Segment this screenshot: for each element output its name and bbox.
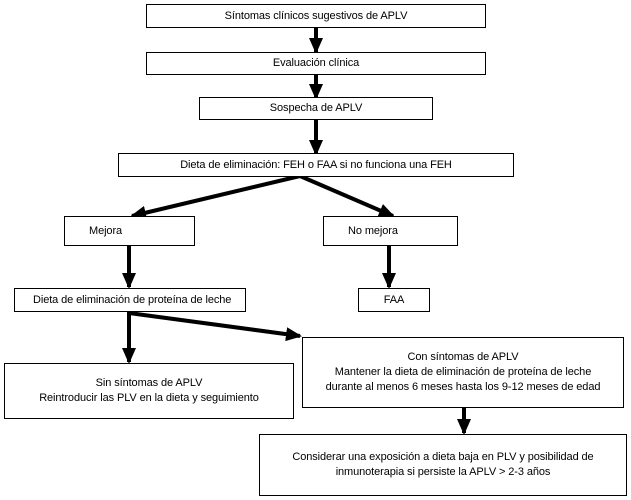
node-evaluacion: Evaluación clínica xyxy=(146,52,486,75)
node-sintomas-text: Síntomas clínicos sugestivos de APLV xyxy=(224,9,408,22)
node-sin-sintomas-line-1: Sin síntomas de APLV xyxy=(95,377,203,389)
node-sintomas: Síntomas clínicos sugestivos de APLV xyxy=(146,4,486,28)
node-sospecha-text: Sospecha de APLV xyxy=(269,102,363,114)
node-con-sintomas-line-1: Con síntomas de APLV xyxy=(407,351,519,363)
node-con-sintomas: Con síntomas de APLV Mantener la dieta d… xyxy=(302,337,624,408)
node-sin-sintomas-line-2: Reintroducir las PLV en la dieta y segui… xyxy=(39,392,259,404)
node-considerar-line-2: inmunoterapia si persiste la APLV > 2-3 … xyxy=(335,466,551,478)
node-mejora: Mejora xyxy=(64,216,195,246)
node-dieta-proteina: Dieta de eliminación de proteína de lech… xyxy=(14,288,246,312)
node-no-mejora: No mejora xyxy=(323,216,458,246)
node-considerar: Considerar una exposición a dieta baja e… xyxy=(259,434,627,496)
node-mejora-text: Mejora xyxy=(89,224,123,237)
node-dieta-text: Dieta de eliminación: FEH o FAA si no fu… xyxy=(180,158,452,171)
node-sospecha: Sospecha de APLV xyxy=(199,97,433,120)
arrow-dieta-proteina-con-sintomas xyxy=(128,311,302,342)
node-dieta-proteina-text: Dieta de eliminación de proteína de lech… xyxy=(33,293,232,306)
node-evaluacion-text: Evaluación clínica xyxy=(272,57,360,69)
node-dieta: Dieta de eliminación: FEH o FAA si no fu… xyxy=(118,153,514,177)
node-no-mejora-text: No mejora xyxy=(348,224,398,237)
node-con-sintomas-line-3: durante al menos 6 meses hasta los 9-12 … xyxy=(325,381,601,393)
node-faa: FAA xyxy=(358,288,430,312)
node-sin-sintomas: Sin síntomas de APLV Reintroducir las PL… xyxy=(4,363,294,419)
node-con-sintomas-line-2: Mantener la dieta de eliminación de prot… xyxy=(334,366,592,378)
node-considerar-line-1: Considerar una exposición a dieta baja e… xyxy=(292,451,594,463)
arrow-dieta-mejora xyxy=(130,174,301,220)
node-faa-text: FAA xyxy=(383,293,405,306)
arrow-dieta-no-mejora xyxy=(299,174,395,218)
